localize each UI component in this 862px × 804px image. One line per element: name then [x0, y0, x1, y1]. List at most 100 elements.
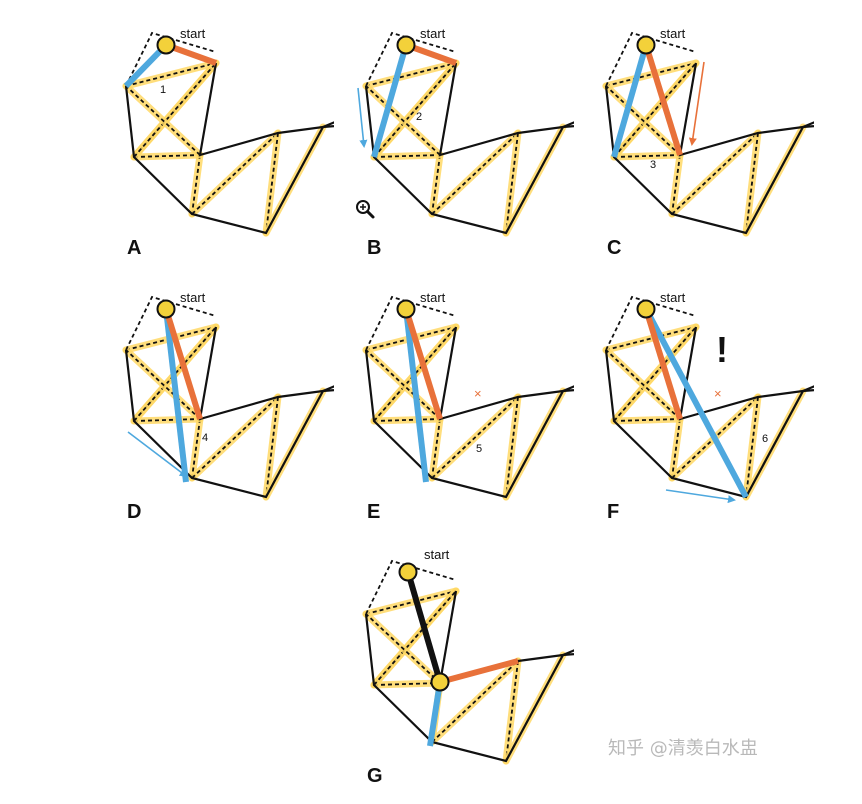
portal-edge	[191, 396, 279, 479]
right-wall	[438, 326, 574, 421]
left-funnel-edge	[611, 44, 649, 158]
panel-letter: G	[367, 765, 383, 787]
start-outline	[365, 295, 457, 351]
portal-edge	[265, 396, 279, 498]
portal-edge	[125, 349, 201, 420]
left-wall	[364, 349, 574, 499]
portal-edge	[605, 349, 681, 420]
left-wall	[124, 349, 334, 499]
left-funnel-edge	[427, 681, 443, 747]
portal-edge	[671, 154, 681, 215]
portal-halo	[610, 415, 684, 425]
panel-letter: D	[127, 501, 141, 523]
portal-edge	[191, 154, 201, 215]
portal-edge	[365, 590, 457, 615]
apex-vertex	[398, 562, 418, 582]
left-wall	[604, 349, 814, 499]
warning-mark: !	[716, 329, 728, 370]
portal-halo	[130, 415, 204, 425]
step-number: 4	[202, 432, 208, 444]
portal-halo	[370, 59, 460, 161]
portal-halo	[370, 679, 444, 689]
start-outline	[605, 295, 697, 351]
portal-edge	[605, 85, 681, 156]
portal-halo	[610, 323, 700, 425]
portal-edge	[671, 418, 681, 479]
apex-vertex	[156, 35, 176, 55]
right-wall	[438, 590, 574, 685]
start-label: start	[424, 547, 450, 562]
step-number: 3	[650, 159, 656, 171]
panel-letter: E	[367, 501, 380, 523]
apex-vertex	[636, 299, 656, 319]
start-label: start	[660, 290, 686, 305]
portal-edge	[125, 62, 217, 87]
portal-edge	[505, 660, 519, 762]
left-funnel-edge	[163, 308, 189, 483]
portal-edge	[365, 613, 441, 684]
portal-edge	[191, 132, 279, 215]
zoom-in-icon[interactable]	[354, 198, 376, 220]
left-move-arrow	[357, 87, 368, 148]
step-number: 6	[762, 433, 768, 445]
portal-edge	[431, 396, 519, 479]
portal-edge	[605, 326, 697, 351]
portal-edge	[365, 85, 441, 156]
portal-edge	[745, 396, 759, 498]
start-label: start	[420, 26, 446, 41]
start-label: start	[180, 26, 206, 41]
start-outline	[125, 295, 217, 351]
watermark-text: 知乎 @清羡白水盅	[608, 738, 758, 759]
rejected-mark: ×	[474, 386, 482, 401]
left-wall	[604, 85, 814, 235]
right-funnel-edge	[403, 308, 443, 420]
panel-drawing	[362, 559, 574, 765]
right-funnel-edge	[439, 658, 519, 685]
portal-halo	[610, 151, 684, 161]
left-wall	[364, 613, 574, 763]
start-outline	[365, 559, 457, 615]
right-funnel-edge	[643, 308, 683, 420]
portal-halo	[130, 59, 220, 161]
apex-vertex	[636, 35, 656, 55]
right-wall	[678, 62, 814, 157]
portal-edge	[745, 132, 759, 234]
left-funnel-edge	[403, 308, 429, 483]
left-move-arrow	[665, 489, 736, 504]
portal-edge	[431, 132, 519, 215]
portal-edge	[505, 396, 519, 498]
portal-halo	[610, 59, 700, 161]
right-funnel-edge	[643, 44, 683, 156]
portal-edge	[605, 62, 697, 87]
panel-drawing	[602, 295, 814, 504]
portal-edge	[505, 132, 519, 234]
portal-edge	[431, 660, 519, 743]
right-wall	[198, 326, 334, 421]
apex-vertex	[156, 299, 176, 319]
portal-edge	[365, 326, 457, 351]
step-number: 2	[416, 111, 422, 123]
start-outline	[365, 31, 457, 87]
left-funnel-edge	[371, 44, 409, 158]
panel-drawing	[122, 295, 334, 501]
panel-drawing	[122, 31, 334, 237]
portal-edge	[125, 326, 217, 351]
step-number: 5	[476, 443, 482, 455]
portal-halo	[370, 415, 444, 425]
start-label: start	[660, 26, 686, 41]
left-move-arrow	[127, 431, 188, 478]
portal-halo	[370, 151, 444, 161]
right-move-arrow	[688, 61, 705, 146]
start-outline	[125, 31, 217, 87]
portal-edge	[431, 154, 441, 215]
start-outline	[605, 31, 697, 87]
portal-edge	[191, 418, 201, 479]
panel-drawing	[602, 31, 814, 237]
panel-letter: F	[607, 501, 619, 523]
